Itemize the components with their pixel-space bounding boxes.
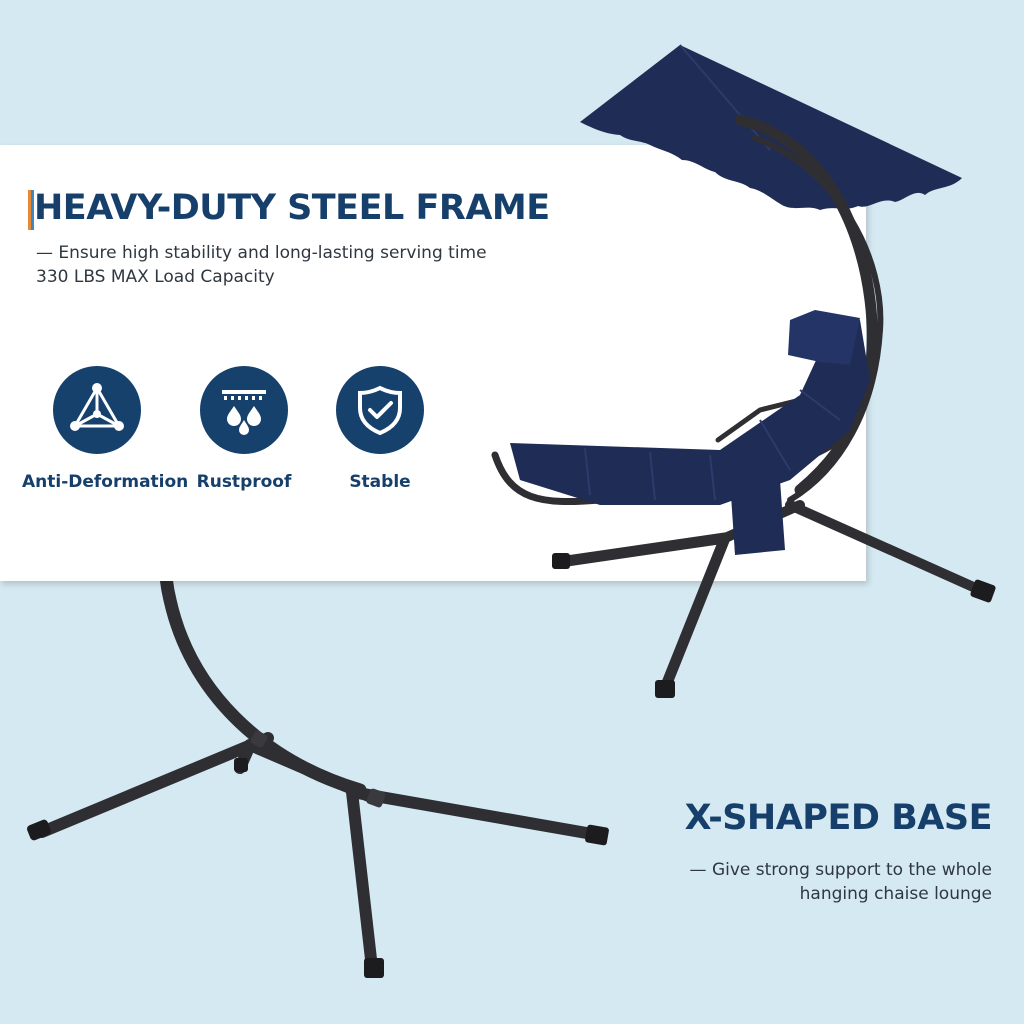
feature-label: Anti-Deformation bbox=[22, 472, 189, 492]
heading-steel-frame: HEAVY-DUTY STEEL FRAME bbox=[34, 188, 550, 228]
structure-icon bbox=[53, 366, 141, 454]
heading-accent-bar bbox=[28, 190, 36, 230]
feature-anti-deformation: Anti-Deformation bbox=[22, 366, 189, 492]
subtext-chaise-lounge: hanging chaise lounge bbox=[799, 884, 992, 904]
subtext-load-capacity: 330 LBS MAX Load Capacity bbox=[36, 267, 275, 287]
heading-x-shaped-base: X-SHAPED BASE bbox=[684, 798, 993, 838]
info-panel bbox=[0, 145, 866, 581]
subtext-support: — Give strong support to the whole bbox=[689, 860, 992, 880]
feature-rustproof: Rustproof bbox=[169, 366, 319, 492]
subtext-stability: — Ensure high stability and long-lasting… bbox=[36, 243, 487, 263]
feature-stable: Stable bbox=[305, 366, 455, 492]
shield-check-icon bbox=[336, 366, 424, 454]
feature-label: Rustproof bbox=[196, 472, 292, 492]
water-drops-icon bbox=[200, 366, 288, 454]
feature-label: Stable bbox=[349, 472, 411, 492]
